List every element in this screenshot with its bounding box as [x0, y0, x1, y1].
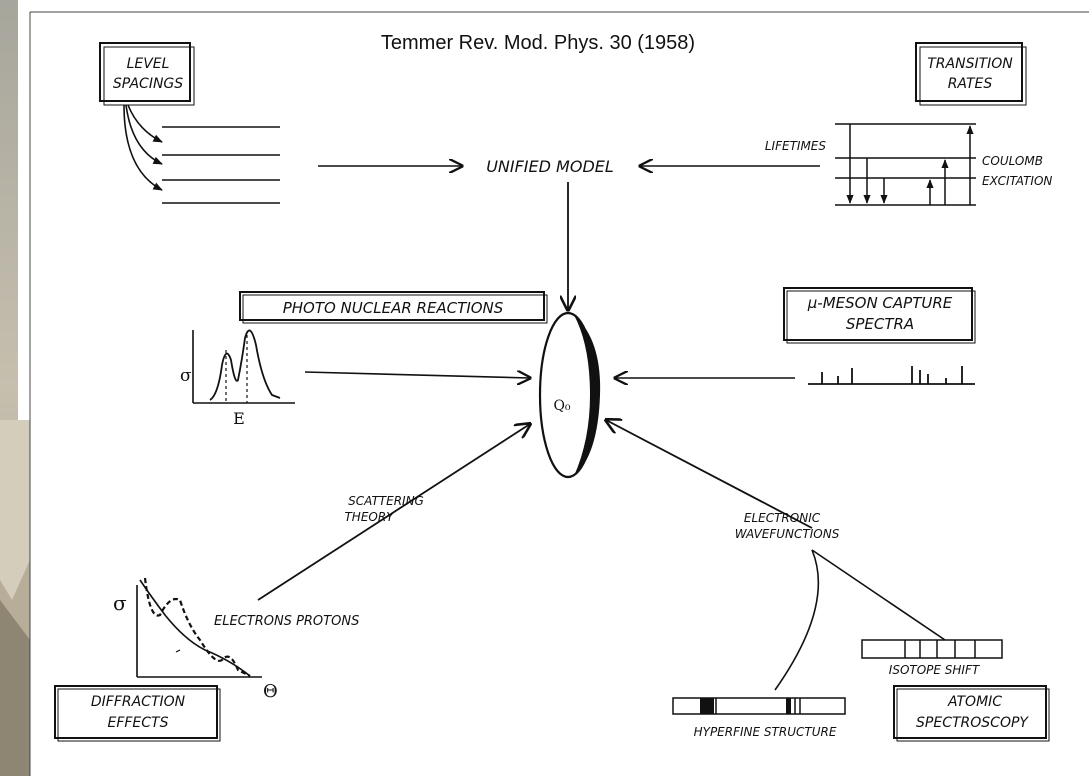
- photo-nuclear-y-axis-label: σ: [180, 366, 192, 386]
- electronic-line1: ELECTRONIC: [744, 511, 821, 525]
- photo-nuclear-x-axis-label: E: [233, 409, 245, 428]
- mu-meson-line2: SPECTRA: [846, 315, 914, 333]
- diffraction-x-axis-label: Θ: [263, 681, 278, 702]
- isotope-shift-label: ISOTOPE SHIFT: [889, 663, 981, 677]
- diffraction-line2: EFFECTS: [107, 715, 168, 731]
- diffraction-line1: DIFFRACTION: [91, 694, 186, 710]
- hyperfine-bar: [673, 698, 845, 714]
- transition-level-scheme: [835, 124, 976, 205]
- scattering-line2: THEORY: [344, 510, 395, 524]
- scattering-particles: ELECTRONS PROTONS: [214, 614, 359, 629]
- coulomb-label: COULOMB: [982, 154, 1043, 168]
- atomic-spectroscopy-box: ATOMIC SPECTROSCOPY: [894, 686, 1049, 741]
- level-spacings-line1: LEVEL: [127, 56, 170, 72]
- nucleus-ellipsoid: Q₀: [540, 313, 600, 477]
- lifetimes-label: LIFETIMES: [765, 139, 827, 153]
- transition-rates-box: TRANSITION RATES: [916, 43, 1026, 105]
- transition-rates-line1: TRANSITION: [927, 56, 1013, 72]
- transition-rates-line2: RATES: [948, 76, 993, 92]
- electronic-line2: WAVEFUNCTIONS: [735, 527, 840, 541]
- arrow-scattering-to-nucleus: [258, 424, 530, 600]
- scattering-line1: SCATTERING: [348, 494, 424, 508]
- mu-meson-box: μ-MESON CAPTURE SPECTRA: [784, 288, 975, 343]
- citation-text: Temmer Rev. Mod. Phys. 30 (1958): [381, 32, 695, 54]
- level-lines: [124, 105, 280, 203]
- line-to-isotope: [812, 550, 945, 640]
- nucleus-label: Q₀: [553, 398, 570, 414]
- line-to-hyperfine: [775, 550, 818, 690]
- hyperfine-label: HYPERFINE STRUCTURE: [694, 725, 837, 739]
- arrow-photo-to-nucleus: [305, 372, 530, 378]
- diffraction-box: DIFFRACTION EFFECTS: [55, 686, 220, 741]
- photo-nuclear-box: PHOTO NUCLEAR REACTIONS: [240, 292, 547, 323]
- isotope-shift-bar: [862, 640, 1002, 658]
- unified-model-label: UNIFIED MODEL: [486, 157, 614, 176]
- level-spacings-line2: SPACINGS: [113, 76, 183, 92]
- photo-nuclear-title: PHOTO NUCLEAR REACTIONS: [283, 299, 504, 317]
- level-spacings-box: LEVEL SPACINGS: [100, 43, 194, 105]
- mu-meson-line1: μ-MESON CAPTURE: [807, 294, 953, 312]
- mu-meson-spectrum: [808, 366, 975, 384]
- atomic-line2: SPECTROSCOPY: [916, 715, 1029, 731]
- excitation-label: EXCITATION: [982, 174, 1052, 188]
- diffraction-y-axis-label: σ: [113, 591, 127, 615]
- photo-nuclear-plot: [193, 330, 295, 403]
- atomic-line1: ATOMIC: [947, 694, 1002, 710]
